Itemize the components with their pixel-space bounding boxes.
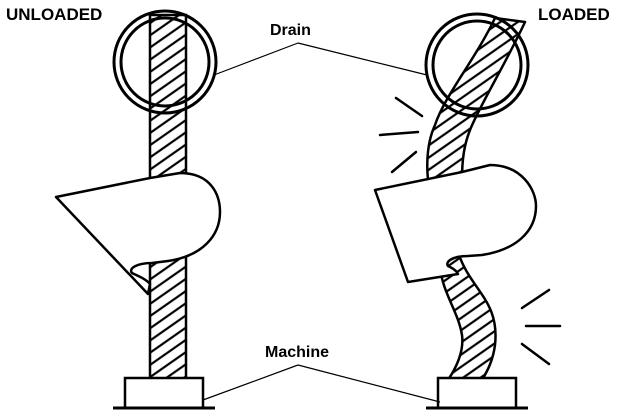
loaded-stress-marks-upper	[378, 96, 424, 174]
loaded-hose-upper	[426, 16, 527, 182]
unloaded-machine-base	[123, 376, 205, 410]
loaded-stress-marks-lower	[520, 288, 562, 366]
machine-leader-lines	[202, 364, 441, 403]
unloaded-drain-ring-inner	[119, 16, 211, 108]
loaded-machine-base	[436, 376, 518, 410]
loaded-drain-ring-inner	[431, 19, 523, 111]
drain-leader-lines	[213, 42, 428, 76]
loaded-drain-ring-outer	[424, 12, 530, 118]
drain-label: Drain	[270, 22, 311, 39]
unloaded-assembly	[54, 9, 222, 410]
unloaded-label: UNLOADED	[6, 5, 103, 24]
unloaded-drain-ring-outer	[112, 9, 218, 115]
loaded-clamp	[373, 163, 538, 284]
machine-label: Machine	[265, 344, 330, 361]
unloaded-clamp	[54, 171, 222, 296]
loaded-assembly	[373, 12, 562, 410]
loaded-label: LOADED	[538, 5, 610, 24]
